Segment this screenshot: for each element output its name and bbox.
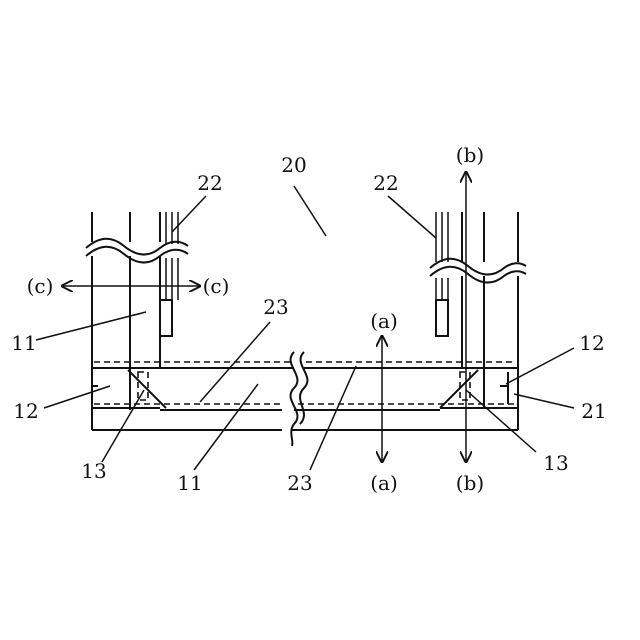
label-11-bottom: 11 [177, 471, 202, 495]
right-upright-frame [430, 212, 526, 430]
label-a-bottom: (a) [370, 471, 398, 495]
label-13-right: 13 [543, 451, 568, 475]
label-12-left: 12 [13, 399, 38, 423]
label-b-bottom: (b) [456, 471, 484, 495]
label-22-left: 22 [197, 171, 222, 195]
break-line-right-bottom [430, 267, 526, 283]
label-c-right: (c) [203, 274, 230, 298]
break-line-bottom-a [291, 352, 298, 446]
label-b-top: (b) [456, 143, 484, 167]
label-23-bottom: 23 [287, 471, 312, 495]
label-13-left: 13 [81, 459, 106, 483]
label-22-right: 22 [373, 171, 398, 195]
left-member-22 [160, 212, 178, 336]
leader-lines [36, 186, 574, 470]
label-a-top: (a) [370, 309, 398, 333]
label-c-left: (c) [27, 274, 54, 298]
label-11-left: 11 [11, 331, 36, 355]
right-member-22 [436, 212, 448, 336]
label-20: 20 [281, 153, 306, 177]
label-21: 21 [581, 399, 606, 423]
label-23-top: 23 [263, 295, 288, 319]
label-12-right: 12 [579, 331, 604, 355]
